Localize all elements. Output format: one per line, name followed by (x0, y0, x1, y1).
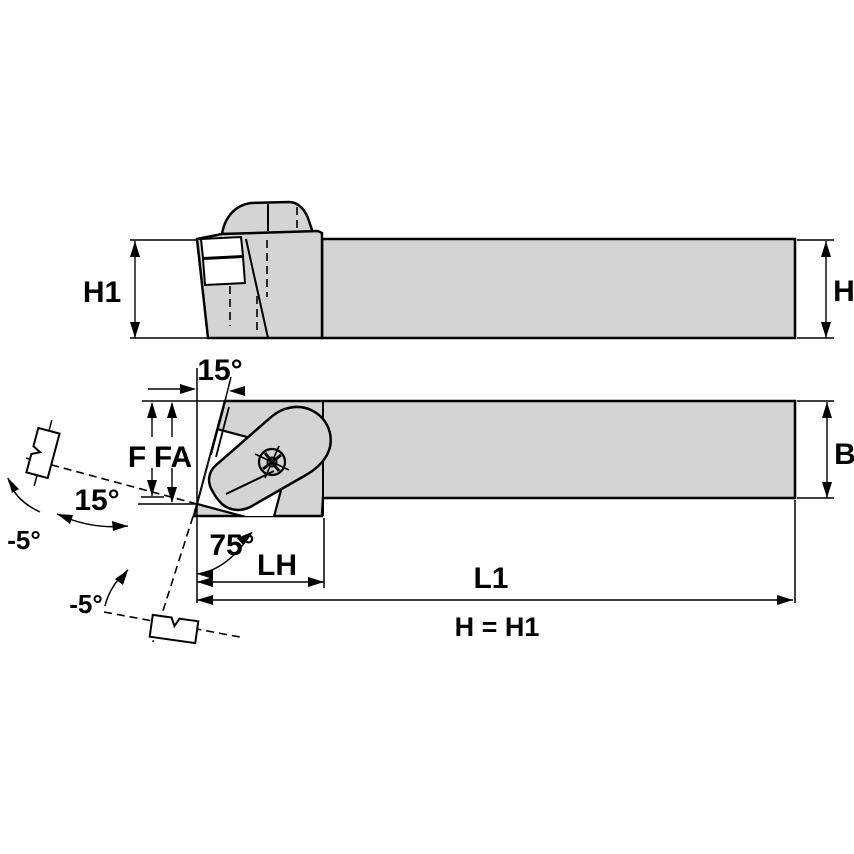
insert-section-symbol-lower (148, 613, 200, 645)
arrow (112, 521, 128, 531)
arrow-up (147, 402, 157, 418)
label-neg-rake-upper: -5° (7, 525, 41, 555)
arrow (197, 569, 213, 579)
arrow-down (147, 480, 157, 496)
arrow-left (229, 386, 245, 396)
label-angle-rake-side: 15° (74, 484, 119, 517)
shim-edge-lines (210, 404, 230, 458)
label-b: B (834, 438, 854, 471)
label-neg-rake-lower: -5° (69, 589, 103, 619)
plan-view: 15° F FA -5° 15° (7, 354, 854, 645)
arrow-right (777, 595, 793, 605)
arrow-down (130, 322, 140, 338)
pocket-seam-line (245, 238, 269, 339)
dim-h1 (130, 239, 207, 339)
label-angle-edge-top: 15° (197, 354, 242, 387)
arrow-left (197, 577, 213, 587)
label-bg (124, 437, 149, 468)
insert-side (199, 235, 245, 260)
arrow-right (308, 577, 324, 587)
arrow-up (822, 402, 832, 418)
label-angle-lead: 75° (209, 529, 254, 562)
arrow-down (167, 487, 177, 503)
label-f: F (128, 441, 146, 474)
insert-section-symbol-upper (25, 419, 61, 487)
arrow (8, 478, 19, 493)
shim-side (201, 255, 247, 287)
hidden-centerlines (229, 207, 298, 332)
arrow (237, 532, 252, 545)
label-bg (150, 437, 196, 468)
clamp-screw (254, 445, 290, 479)
label-h1: H1 (83, 276, 121, 309)
label-fa: FA (154, 441, 192, 474)
arrow-down (822, 482, 832, 498)
rake-reference-line (21, 456, 198, 505)
arrow-up (130, 241, 140, 257)
label-h-equals-h1: H = H1 (455, 612, 540, 642)
arrow-up (821, 241, 831, 257)
extension-lines (138, 368, 796, 603)
arrow-right (180, 384, 196, 394)
label-h: H (833, 275, 854, 308)
label-lh: LH (257, 549, 297, 582)
side-elevation-view: H1 H (83, 200, 854, 340)
arrow (57, 514, 73, 524)
arrow-up (167, 402, 177, 418)
arrow-down (821, 322, 831, 338)
arrow (115, 570, 128, 585)
dim-h (797, 239, 834, 339)
arrow-left (197, 595, 213, 605)
label-l1: L1 (473, 562, 508, 595)
shank-side (320, 237, 797, 340)
